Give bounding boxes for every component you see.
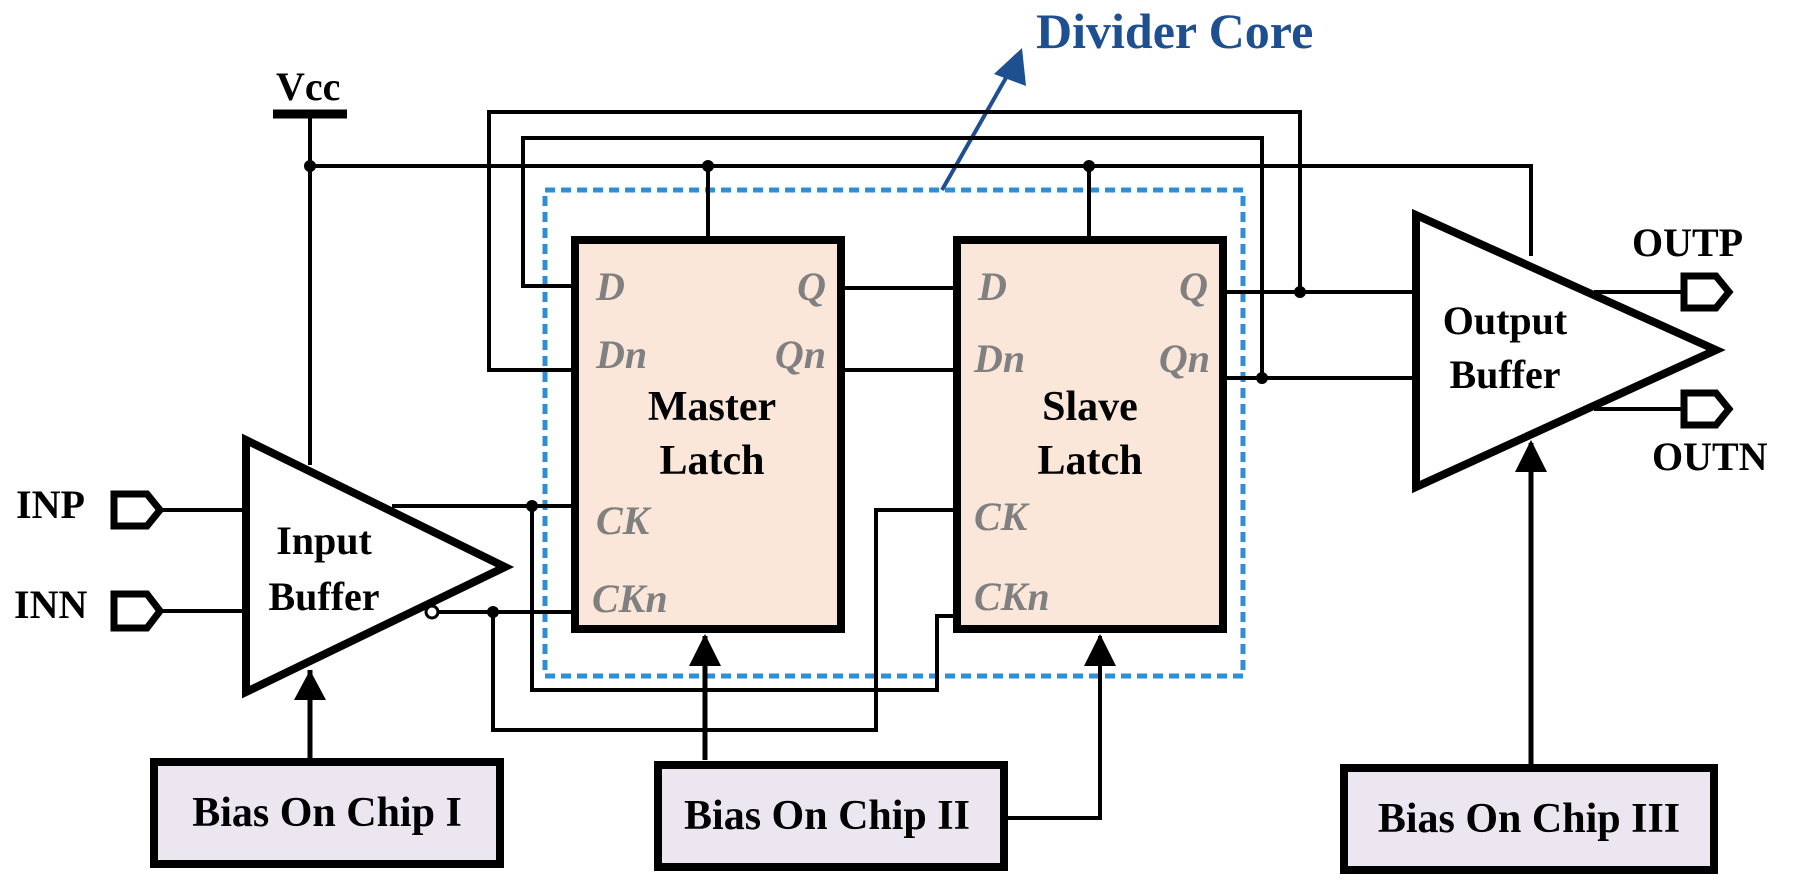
title-pointer-line: [940, 61, 1017, 191]
input-buffer-label-line2: Buffer: [268, 574, 379, 619]
outn-label: OUTN: [1652, 434, 1768, 479]
outn-port[interactable]: OUTN: [1652, 389, 1768, 479]
inn-label: INN: [14, 582, 87, 627]
bias-arrows: [294, 440, 1547, 820]
outp-label: OUTP: [1632, 220, 1743, 265]
qn-feedback-junction: [1256, 372, 1268, 384]
master-pin-ck: CK: [596, 498, 652, 543]
input-buffer: Input Buffer: [242, 433, 515, 699]
master-pin-dn: Dn: [595, 332, 647, 377]
output-buffer-label-line2: Buffer: [1449, 352, 1560, 397]
slave-pin-q: Q: [1179, 264, 1208, 309]
slave-latch-label-line1: Slave: [1042, 384, 1138, 430]
slave-supply-junction: [1083, 160, 1095, 172]
master-pin-ckn: CKn: [592, 576, 668, 621]
master-latch-label-line1: Master: [648, 384, 776, 430]
master-pin-q: Q: [797, 264, 826, 309]
master-latch: D Dn Q Qn CK CKn Master Latch: [571, 236, 845, 633]
bias-on-chip-2: Bias On Chip II: [654, 761, 1008, 871]
output-buffer-label-line1: Output: [1443, 298, 1568, 343]
input-buffer-label-line1: Input: [276, 518, 372, 563]
bias-on-chip-3-label: Bias On Chip III: [1378, 796, 1680, 842]
inp-label: INP: [16, 482, 85, 527]
slave-pin-ckn: CKn: [974, 574, 1050, 619]
bias-on-chip-1-label: Bias On Chip I: [192, 790, 462, 836]
slave-pin-ck: CK: [974, 494, 1030, 539]
master-pin-qn: Qn: [775, 332, 826, 377]
feedback-wires: [309, 110, 1533, 378]
title-pointer-arrowhead: [994, 48, 1026, 86]
vcc-label: Vcc: [276, 64, 340, 109]
vcc-junction: [304, 160, 316, 172]
inp-port[interactable]: INP: [16, 482, 165, 530]
slave-pin-d: D: [977, 264, 1007, 309]
input-buffer-inverting-output: [424, 604, 440, 620]
inn-port[interactable]: INN: [14, 582, 165, 632]
bias-on-chip-2-label: Bias On Chip II: [684, 793, 970, 839]
vcc-supply: Vcc: [273, 64, 347, 465]
slave-pin-qn: Qn: [1159, 336, 1210, 381]
bias-on-chip-3: Bias On Chip III: [1340, 764, 1718, 874]
divider-core-title: Divider Core: [1036, 3, 1313, 59]
slave-latch: D Dn Q Qn CK CKn Slave Latch: [953, 236, 1227, 633]
master-supply-junction: [702, 160, 714, 172]
master-pin-d: D: [595, 264, 625, 309]
slave-latch-label-line2: Latch: [1038, 438, 1143, 484]
slave-pin-dn: Dn: [973, 336, 1025, 381]
clock-wires: [392, 500, 957, 732]
bias-on-chip-1: Bias On Chip I: [150, 758, 504, 868]
outp-port[interactable]: OUTP: [1632, 220, 1743, 312]
master-latch-label-line2: Latch: [660, 438, 765, 484]
q-feedback-junction: [1294, 286, 1306, 298]
output-buffer: Output Buffer: [1412, 208, 1726, 494]
